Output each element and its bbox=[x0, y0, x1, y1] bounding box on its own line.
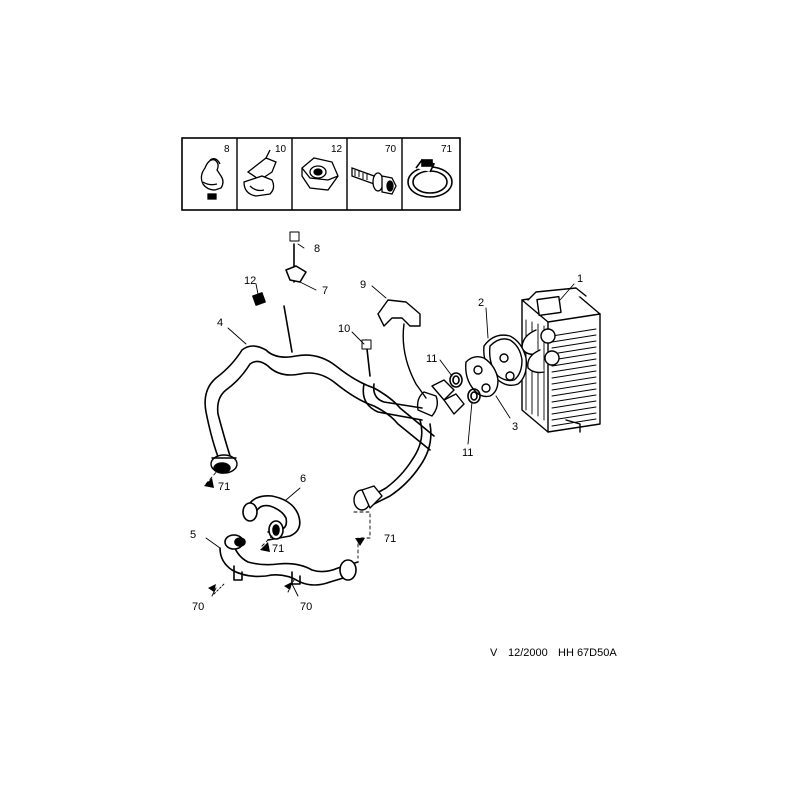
callout-70-left: 70 bbox=[192, 601, 204, 613]
legend-item-10: 10 bbox=[243, 144, 287, 197]
assembly-drawing bbox=[204, 231, 601, 597]
bolt-icon bbox=[351, 167, 397, 195]
legend-item-8: 8 bbox=[200, 144, 230, 200]
clip-rods bbox=[283, 231, 372, 377]
callout-10: 10 bbox=[338, 323, 350, 335]
callout-70-right: 70 bbox=[300, 601, 312, 613]
callout-8: 8 bbox=[314, 243, 320, 255]
legend-item-71: 71 bbox=[407, 144, 453, 198]
footer-reference-code: HH 67D50A bbox=[558, 647, 617, 659]
pipe-end-left bbox=[210, 454, 238, 474]
callout-1: 1 bbox=[577, 273, 583, 285]
callout-71-left: 71 bbox=[218, 481, 230, 493]
leader-lines bbox=[205, 243, 575, 597]
callout-71-middle: 71 bbox=[272, 543, 284, 555]
hose-6 bbox=[242, 494, 301, 541]
legend-item-12: 12 bbox=[301, 144, 343, 191]
legend-number-8: 8 bbox=[224, 144, 230, 155]
callout-2: 2 bbox=[478, 297, 484, 309]
legend-number-70: 70 bbox=[385, 144, 397, 155]
callout-6: 6 bbox=[300, 473, 306, 485]
o-rings bbox=[449, 372, 481, 404]
callout-5: 5 bbox=[190, 529, 196, 541]
legend-box: 8 10 12 bbox=[181, 137, 461, 211]
nut-12 bbox=[252, 292, 266, 306]
legend-number-12: 12 bbox=[331, 144, 343, 155]
footer-reference: V 12/2000 HH 67D50A bbox=[490, 647, 617, 659]
pipe-fittings bbox=[416, 379, 465, 417]
callout-71-right: 71 bbox=[384, 533, 396, 545]
legend-number-10: 10 bbox=[275, 144, 287, 155]
legend-item-70: 70 bbox=[351, 144, 397, 195]
bracket bbox=[377, 299, 427, 399]
footer-version: V bbox=[490, 647, 498, 659]
callout-labels: 1 2 3 4 5 6 7 8 9 10 11 11 12 70 70 71 7… bbox=[190, 243, 583, 613]
pipe-end-center bbox=[353, 485, 383, 511]
hose-clamp-icon bbox=[407, 159, 453, 198]
callout-3: 3 bbox=[512, 421, 518, 433]
footer-date: 12/2000 bbox=[508, 647, 548, 659]
callout-12: 12 bbox=[244, 275, 256, 287]
clip-icon bbox=[200, 158, 224, 200]
arrow-markers bbox=[204, 478, 365, 592]
legend-number-71: 71 bbox=[441, 144, 453, 155]
heater-matrix bbox=[521, 287, 601, 433]
hose-5 bbox=[219, 534, 359, 586]
callout-11-bottom: 11 bbox=[462, 447, 473, 459]
pipe-assembly bbox=[204, 345, 435, 507]
callout-11-top: 11 bbox=[426, 353, 437, 365]
gasket bbox=[465, 355, 499, 398]
cable-clip-icon bbox=[243, 149, 277, 197]
hex-nut-icon bbox=[301, 157, 339, 191]
callout-7: 7 bbox=[322, 285, 328, 297]
callout-4: 4 bbox=[217, 317, 223, 329]
callout-9: 9 bbox=[360, 279, 366, 291]
